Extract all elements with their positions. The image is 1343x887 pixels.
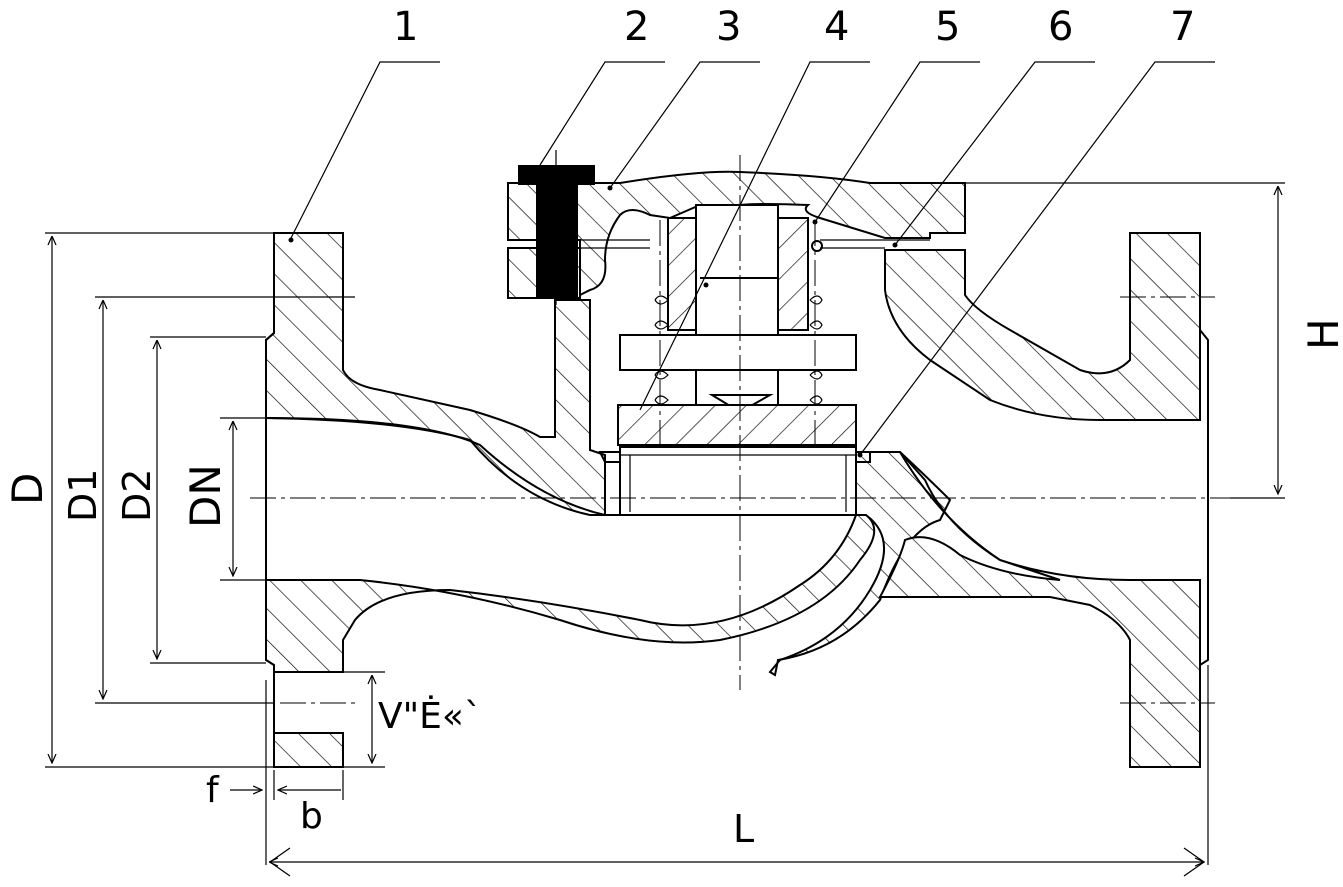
- bolt-shank: [536, 185, 578, 297]
- left-flange-outline: [265, 233, 275, 767]
- part-numbers: 1 2 3 4 5 6 7: [393, 4, 1195, 50]
- cover-bolt: [518, 150, 595, 305]
- gasket-line: [508, 239, 930, 249]
- dimension-lines: [45, 182, 1285, 877]
- seat-ring: [619, 446, 857, 516]
- spring-plate: [619, 334, 857, 371]
- dim-f: f: [206, 770, 220, 811]
- dim-D2: D2: [115, 469, 159, 522]
- part-label-2: 2: [624, 4, 649, 50]
- center-lines: [240, 155, 1230, 704]
- dim-DN: DN: [181, 464, 230, 528]
- part-label-3: 3: [716, 4, 741, 50]
- dim-L: L: [733, 807, 754, 851]
- dimension-labels: D D1 D2 DN H L f b V"Ė«`: [3, 318, 1343, 851]
- part-label-7: 7: [1170, 4, 1195, 50]
- dim-D1: D1: [61, 469, 105, 522]
- flow-channel: [265, 417, 856, 516]
- guide-stem: [598, 204, 871, 516]
- left-flange-foot: [273, 732, 344, 768]
- seat-wall-right: [768, 451, 952, 677]
- dim-b: b: [300, 796, 323, 837]
- part-label-4: 4: [824, 4, 849, 50]
- o-ring: [811, 240, 823, 252]
- dim-H: H: [1299, 318, 1343, 350]
- left-lower-flange: [265, 514, 876, 673]
- spring: [654, 295, 823, 405]
- cover-plate: [507, 170, 966, 297]
- part-label-1: 1: [393, 4, 418, 50]
- left-flange: [265, 232, 606, 516]
- right-flange-outline: [1199, 329, 1209, 666]
- dim-bolt-hole: V"Ė«`: [378, 695, 482, 737]
- dim-D: D: [3, 473, 52, 505]
- part-label-5: 5: [935, 4, 960, 50]
- right-lower-body: [878, 451, 1201, 768]
- valve-disc: [617, 404, 857, 446]
- right-body: [884, 232, 1201, 421]
- part-label-6: 6: [1048, 4, 1073, 50]
- leader-lines: [288, 61, 1215, 458]
- valve-body: [265, 232, 1209, 768]
- stem-bore: [695, 204, 779, 406]
